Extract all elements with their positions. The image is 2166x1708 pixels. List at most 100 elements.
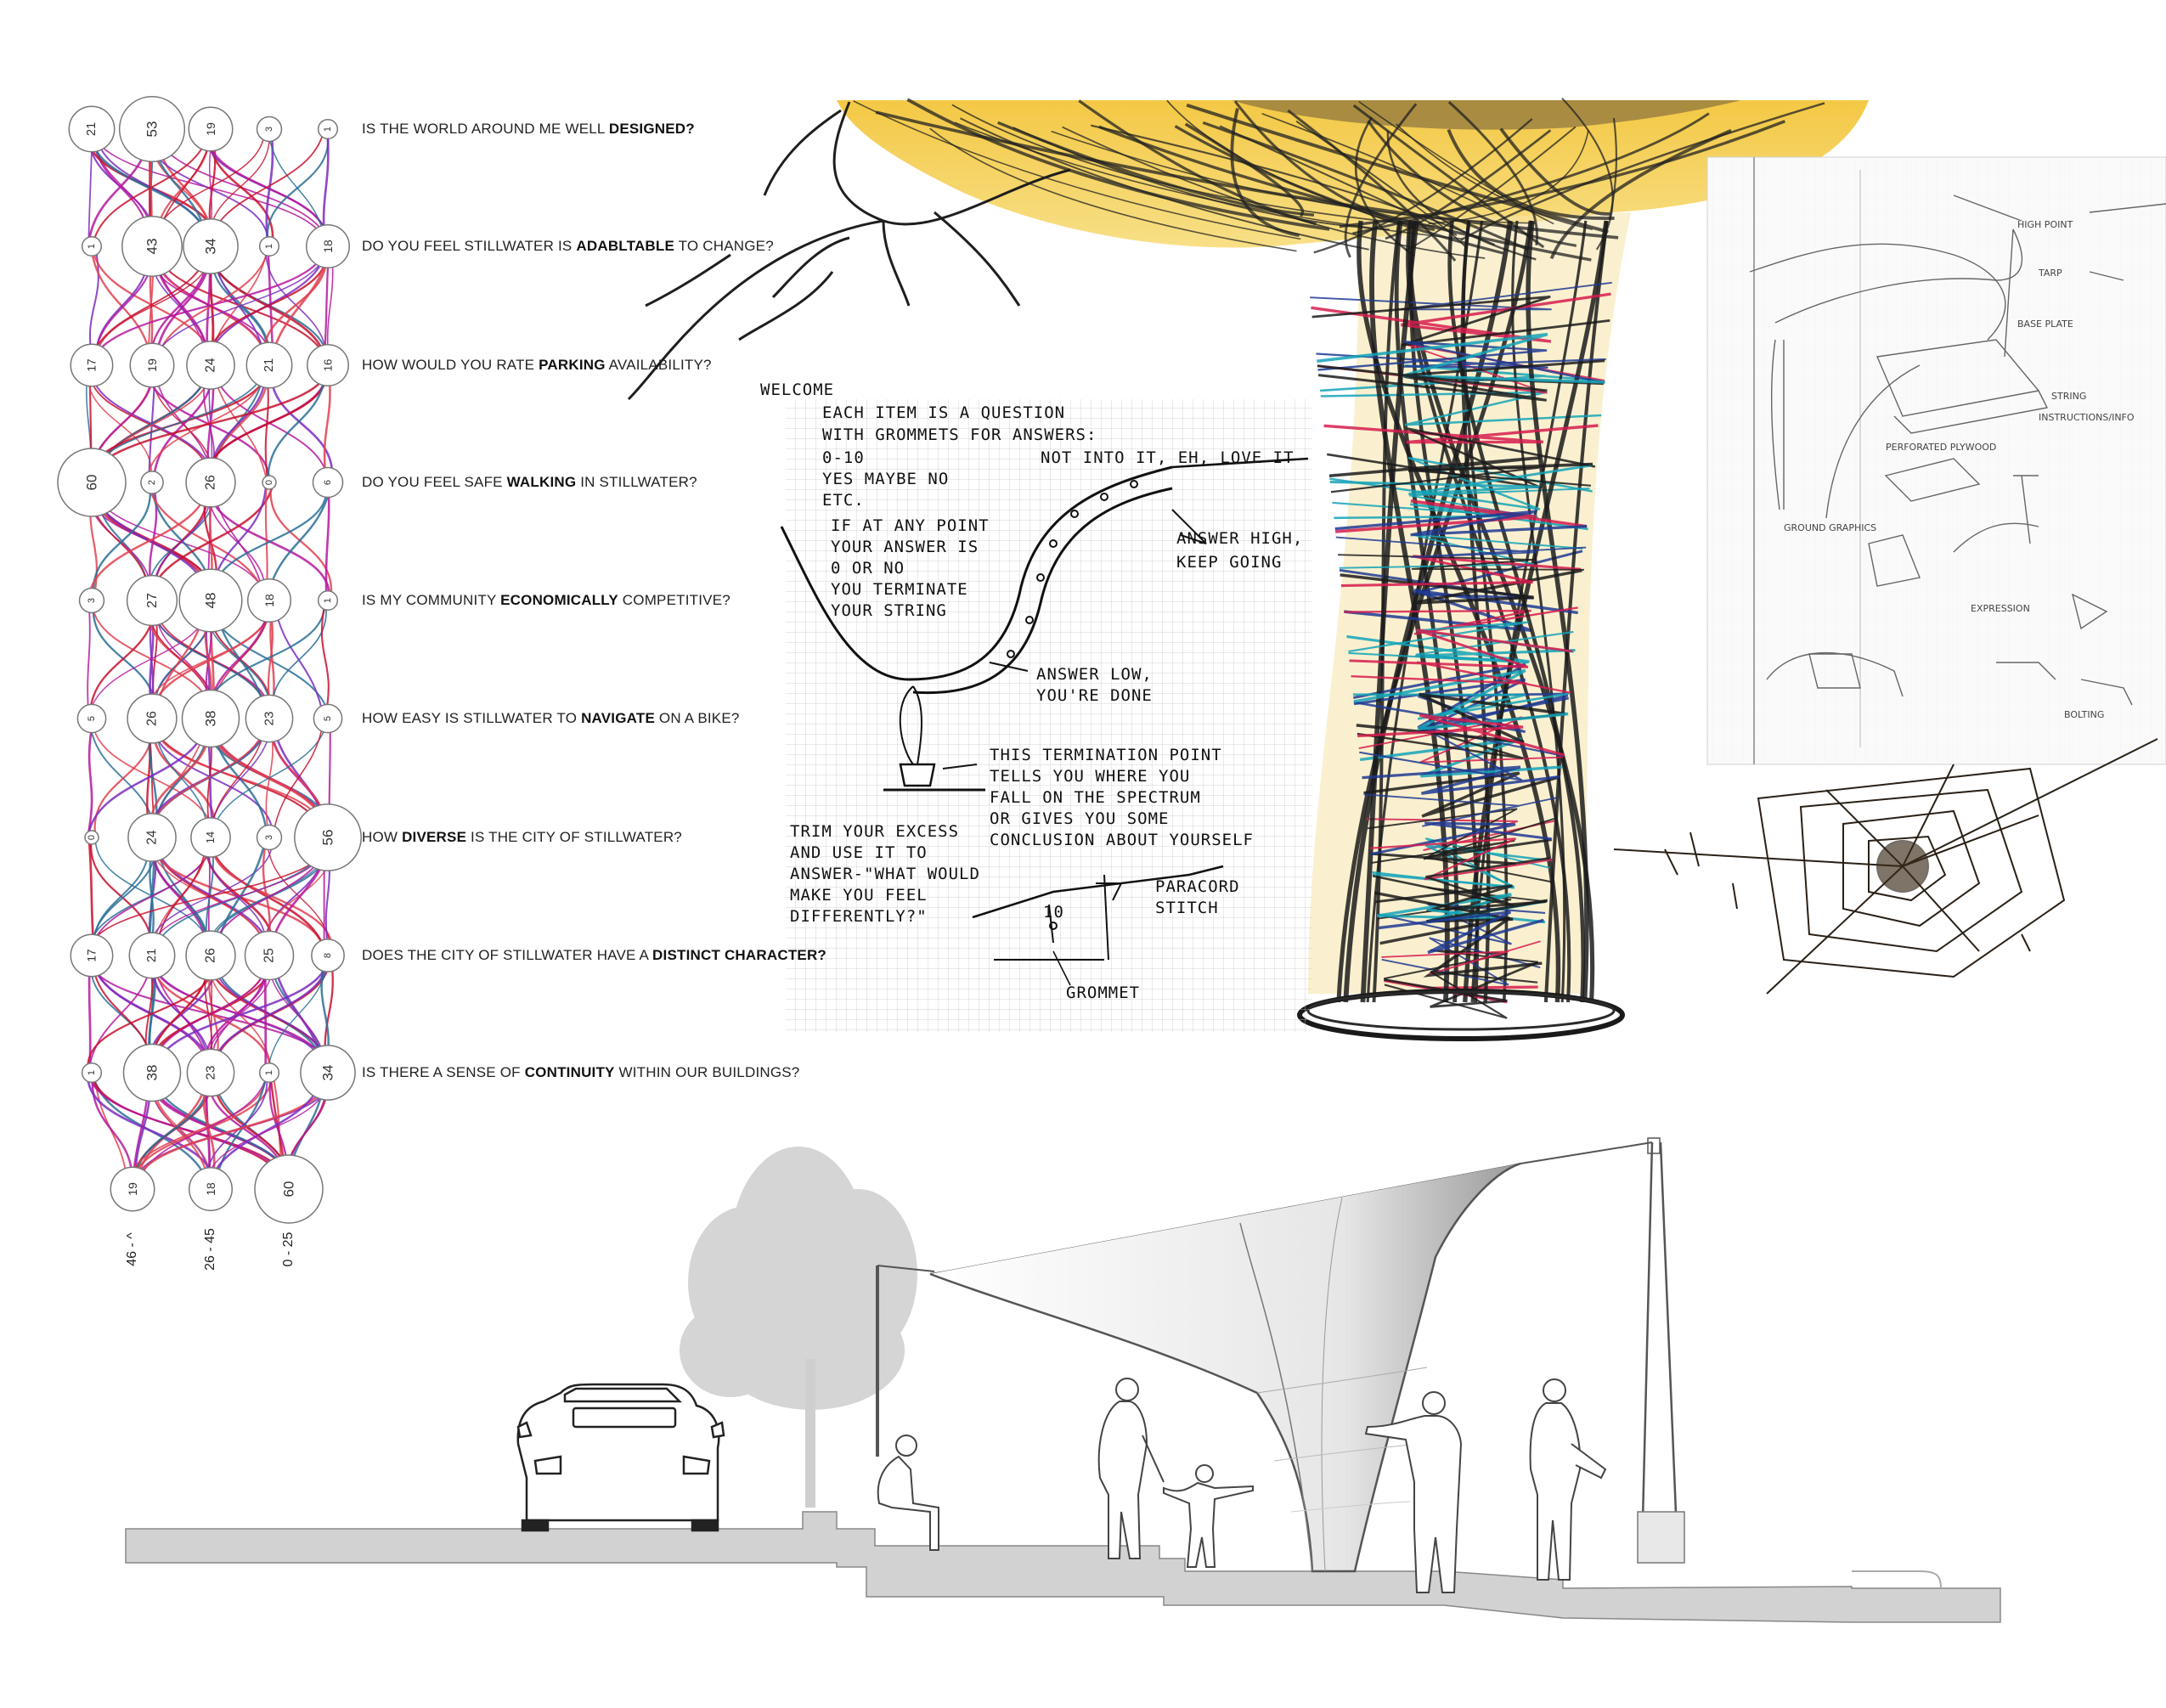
node-circle [190,817,231,858]
node-circle [81,235,103,257]
node-value: 3 [87,598,97,603]
node-circle [57,448,127,517]
node-value: 26 [204,948,218,963]
note-line-5: ETC. [822,491,865,510]
question-3: HOW WOULD YOU RATE PARKING AVAILABILITY? [362,357,712,374]
node-circle [110,1166,155,1212]
question-8: DOES THE CITY OF STILLWATER HAVE A DISTI… [362,947,826,964]
note-low-1: ANSWER LOW, [1036,665,1153,684]
note-stitch: STITCH [1155,899,1219,917]
node-value: 60 [84,475,100,491]
note-term-5: CONCLUSION ABOUT YOURSELF [990,831,1254,849]
question-keyword: CONTINUITY [524,1064,615,1080]
node-value: 38 [203,711,219,727]
node-circle [121,216,183,277]
question-keyword: ECONOMICALLY [500,592,618,608]
survey-node: 1 [258,1062,280,1084]
node-circle [81,1062,103,1084]
survey-node: 43 [121,216,183,277]
node-value: 1 [323,598,333,603]
node-circle [127,693,178,744]
node-circle [256,116,283,143]
note-grommet: GROMMET [1066,984,1140,1002]
survey-node: 27 [126,574,178,627]
note-term-2: TELLS YOU WHERE YOU [990,767,1190,786]
node-circle [70,933,114,978]
car [516,1383,725,1532]
flow-line [324,482,330,601]
node-circle [244,930,295,981]
survey-node: 21 [68,105,116,153]
survey-node: 23 [245,694,294,743]
question-text: IS THE WORLD AROUND ME WELL [362,121,609,137]
tree [680,1147,917,1508]
survey-node: 21 [245,341,293,389]
pencil-note-1: HIGH POINT [2017,219,2073,230]
node-value: 24 [204,358,218,373]
survey-node: 3 [78,587,105,614]
survey-node: 34 [300,1045,356,1101]
node-value: 21 [262,358,276,372]
flow-line [151,245,330,366]
survey-node: 1 [317,118,339,140]
node-value: 18 [262,594,276,607]
survey-node: 2 [140,471,164,494]
pencil-note-3: BASE PLATE [2017,318,2073,330]
question-text: WITHIN OUR BUILDINGS? [614,1064,800,1080]
node-value: 21 [145,949,159,962]
node-value: 43 [144,239,161,255]
node-circle [189,1167,233,1211]
flow-line [91,245,327,366]
question-text: COMPETITIVE? [618,592,730,608]
question-keyword: DIVERSE [402,829,467,845]
node-value: 1 [87,1070,97,1075]
question-text: IS THE CITY OF STILLWATER? [466,829,682,845]
node-circle [313,703,343,734]
section-drawing [125,1137,2001,1623]
age-label: 26 - 45 [203,1228,217,1271]
survey-node: 38 [181,689,240,748]
survey-node: 24 [186,341,235,390]
question-text: AVAILABILITY? [605,357,712,373]
node-value: 26 [204,475,218,490]
node-value: 3 [264,835,274,840]
survey-node: 1 [258,235,280,257]
node-circle [258,235,280,257]
age-label: 0 - 25 [281,1232,296,1267]
question-text: IN STILLWATER? [576,474,697,490]
node-circle [306,224,350,268]
note-line-3: 0-10 [822,448,865,467]
pencil-note-2: TARP [2038,268,2062,279]
survey-node: 24 [127,813,177,862]
note-ten: 10 [1043,903,1064,922]
node-value: 16 [322,359,335,372]
question-text: HOW [362,829,403,845]
question-4: DO YOU FEEL SAFE WALKING IN STILLWATER? [362,474,697,491]
node-circle [311,939,345,972]
node-value: 25 [262,948,277,963]
node-value: 1 [264,244,274,249]
node-value: 21 [85,122,99,136]
node-value: 0 [87,835,97,840]
flow-line [86,718,95,838]
survey-node: 25 [244,930,295,981]
question-keyword: PARKING [539,357,606,373]
note-term-3: FALL ON THE SPECTRUM [990,788,1201,807]
pencil-note-8: EXPRESSION [1971,603,2030,614]
node-circle [258,1062,280,1084]
node-circle [245,694,294,743]
survey-flow-lines [86,128,334,1190]
node-circle [245,341,293,389]
question-keyword: DESIGNED? [608,121,695,137]
survey-node: 8 [311,939,345,972]
question-6: HOW EASY IS STILLWATER TO NAVIGATE ON A … [362,710,740,727]
question-text: HOW EASY IS STILLWATER TO [362,710,582,726]
node-value: 19 [204,122,217,136]
survey-node: 1 [317,589,339,612]
node-value: 2 [147,480,157,485]
age-node: 19 [110,1166,155,1212]
survey-node: 3 [256,116,283,143]
person-standing [1529,1378,1607,1581]
survey-node: 18 [247,578,291,623]
